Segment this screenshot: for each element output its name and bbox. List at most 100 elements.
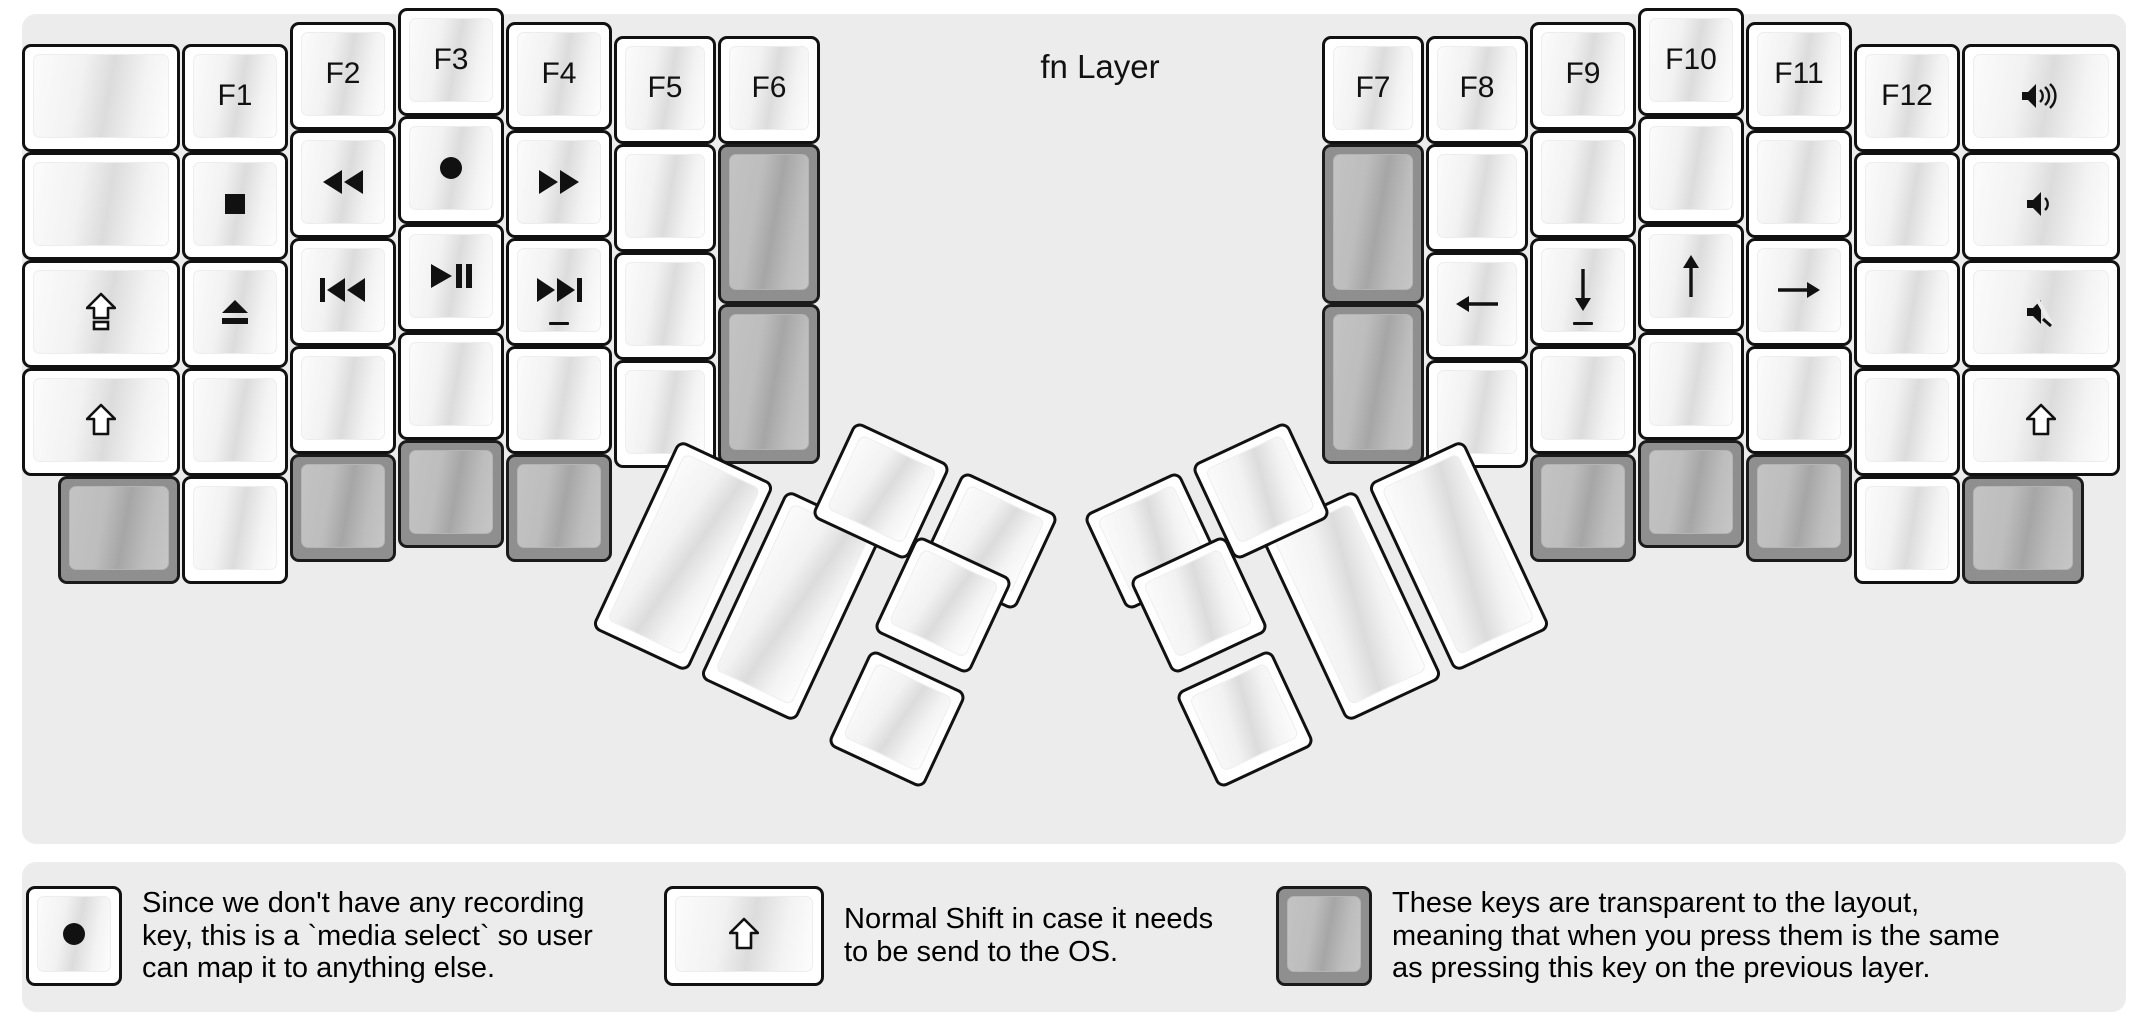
key-r-c6-r2[interactable] <box>1854 152 1960 260</box>
key-label: F3 <box>433 43 469 76</box>
key-label: F1 <box>217 79 253 112</box>
key-r-c6-r5[interactable] <box>1854 476 1960 584</box>
homing-indicator <box>549 322 569 325</box>
key-l-c2-r2[interactable] <box>182 152 288 260</box>
key-r-c4-r3[interactable] <box>1638 224 1744 332</box>
keycap-face <box>1649 126 1733 210</box>
keycap-face <box>1865 378 1949 462</box>
key-r-c6-r4[interactable] <box>1854 368 1960 476</box>
key-label: F7 <box>1355 71 1391 104</box>
key-l-c3-r2[interactable] <box>290 130 396 238</box>
key-r-c5-r3[interactable] <box>1746 238 1852 346</box>
key-label: F6 <box>751 71 787 104</box>
key-l-c7-r3[interactable] <box>718 304 820 464</box>
key-r-c7-r3[interactable] <box>1962 260 2120 368</box>
key-r-c4-r5[interactable] <box>1638 440 1744 548</box>
key-l-c7-r2[interactable] <box>718 144 820 304</box>
key-l-c6-r2[interactable] <box>614 144 716 252</box>
key-l-c3-r4[interactable] <box>290 346 396 454</box>
key-r-c5-r1[interactable]: F11 <box>1746 22 1852 130</box>
keycap-face <box>193 486 277 570</box>
keycap-face <box>1757 356 1841 440</box>
key-r-c3-r3[interactable] <box>1530 238 1636 346</box>
key-l-c5-r3[interactable] <box>506 238 612 346</box>
key-r-c7-r2[interactable] <box>1962 152 2120 260</box>
key-l-c1-r2[interactable] <box>22 152 180 260</box>
keycap-face <box>1437 154 1517 238</box>
key-r-c3-r2[interactable] <box>1530 130 1636 238</box>
keycap-face <box>409 342 493 426</box>
keycap-face <box>1973 54 2109 138</box>
keycap-face <box>1757 248 1841 332</box>
key-l-c2-r3[interactable] <box>182 260 288 368</box>
keycap-face <box>729 154 809 290</box>
key-r-c7-r1[interactable] <box>1962 44 2120 152</box>
key-r-c2-r3[interactable] <box>1426 252 1528 360</box>
keycap-face <box>193 378 277 462</box>
keycap-face <box>301 248 385 332</box>
play-pause-icon <box>428 262 474 290</box>
key-r-c4-r1[interactable]: F10 <box>1638 8 1744 116</box>
key-l-c7-r1[interactable]: F6 <box>718 36 820 144</box>
legend-key-3 <box>1276 886 1372 986</box>
key-r-c2-r1[interactable]: F8 <box>1426 36 1528 144</box>
key-l-c5-r5[interactable] <box>506 454 612 562</box>
key-l-c4-r2[interactable] <box>398 116 504 224</box>
key-r-c6-r3[interactable] <box>1854 260 1960 368</box>
keycap-face <box>1541 140 1625 224</box>
legend-item: These keys are transparent to the layout… <box>1276 886 2092 986</box>
key-r-c5-r4[interactable] <box>1746 346 1852 454</box>
key-l-c3-r3[interactable] <box>290 238 396 346</box>
key-r-c5-r2[interactable] <box>1746 130 1852 238</box>
shift-icon <box>2026 403 2056 437</box>
keycap-face <box>69 486 169 570</box>
key-r-c5-r5[interactable] <box>1746 454 1852 562</box>
key-l-c5-r2[interactable] <box>506 130 612 238</box>
key-l-c1-r4[interactable] <box>22 368 180 476</box>
legend-item: Normal Shift in case it needs to be send… <box>664 886 1274 986</box>
keycap-face <box>1865 486 1949 570</box>
key-r-c7-r4[interactable] <box>1962 368 2120 476</box>
key-l-c5-r4[interactable] <box>506 346 612 454</box>
key-r-c2-r2[interactable] <box>1426 144 1528 252</box>
keycap-face: F10 <box>1649 18 1733 102</box>
key-r-c1-r3[interactable] <box>1322 304 1424 464</box>
keycap-face <box>33 378 169 462</box>
keycap-face <box>1757 464 1841 548</box>
legend-panel <box>22 862 2126 1012</box>
volume-up-icon <box>2019 81 2063 111</box>
key-r-c6-r1[interactable]: F12 <box>1854 44 1960 152</box>
key-l-c1-r1[interactable] <box>22 44 180 152</box>
key-r-c3-r4[interactable] <box>1530 346 1636 454</box>
key-r-c4-r4[interactable] <box>1638 332 1744 440</box>
key-l-c6-r1[interactable]: F5 <box>614 36 716 144</box>
key-l-c2-r4[interactable] <box>182 368 288 476</box>
keycap-face <box>1649 234 1733 318</box>
key-l-c6-r3[interactable] <box>614 252 716 360</box>
keycap-face <box>517 140 601 224</box>
next-track-icon <box>534 276 584 304</box>
key-l-c1-r5[interactable] <box>58 476 180 584</box>
key-r-c1-r2[interactable] <box>1322 144 1424 304</box>
key-l-c1-r3[interactable] <box>22 260 180 368</box>
key-l-c5-r1[interactable]: F4 <box>506 22 612 130</box>
key-l-c4-r1[interactable]: F3 <box>398 8 504 116</box>
key-l-c4-r3[interactable] <box>398 224 504 332</box>
keycap-face: F11 <box>1757 32 1841 116</box>
key-r-c1-r1[interactable]: F7 <box>1322 36 1424 144</box>
key-l-c4-r4[interactable] <box>398 332 504 440</box>
key-r-c3-r1[interactable]: F9 <box>1530 22 1636 130</box>
key-l-c2-r5[interactable] <box>182 476 288 584</box>
key-l-c3-r5[interactable] <box>290 454 396 562</box>
key-r-c3-r5[interactable] <box>1530 454 1636 562</box>
keycap-face <box>675 896 813 972</box>
key-r-c4-r2[interactable] <box>1638 116 1744 224</box>
key-r-c7-r5[interactable] <box>1962 476 2084 584</box>
key-l-c2-r1[interactable]: F1 <box>182 44 288 152</box>
keycap-face: F4 <box>517 32 601 116</box>
keycap-face <box>842 662 954 773</box>
keycap-face <box>625 154 705 238</box>
key-l-c3-r1[interactable]: F2 <box>290 22 396 130</box>
key-label: F5 <box>647 71 683 104</box>
key-l-c4-r5[interactable] <box>398 440 504 548</box>
